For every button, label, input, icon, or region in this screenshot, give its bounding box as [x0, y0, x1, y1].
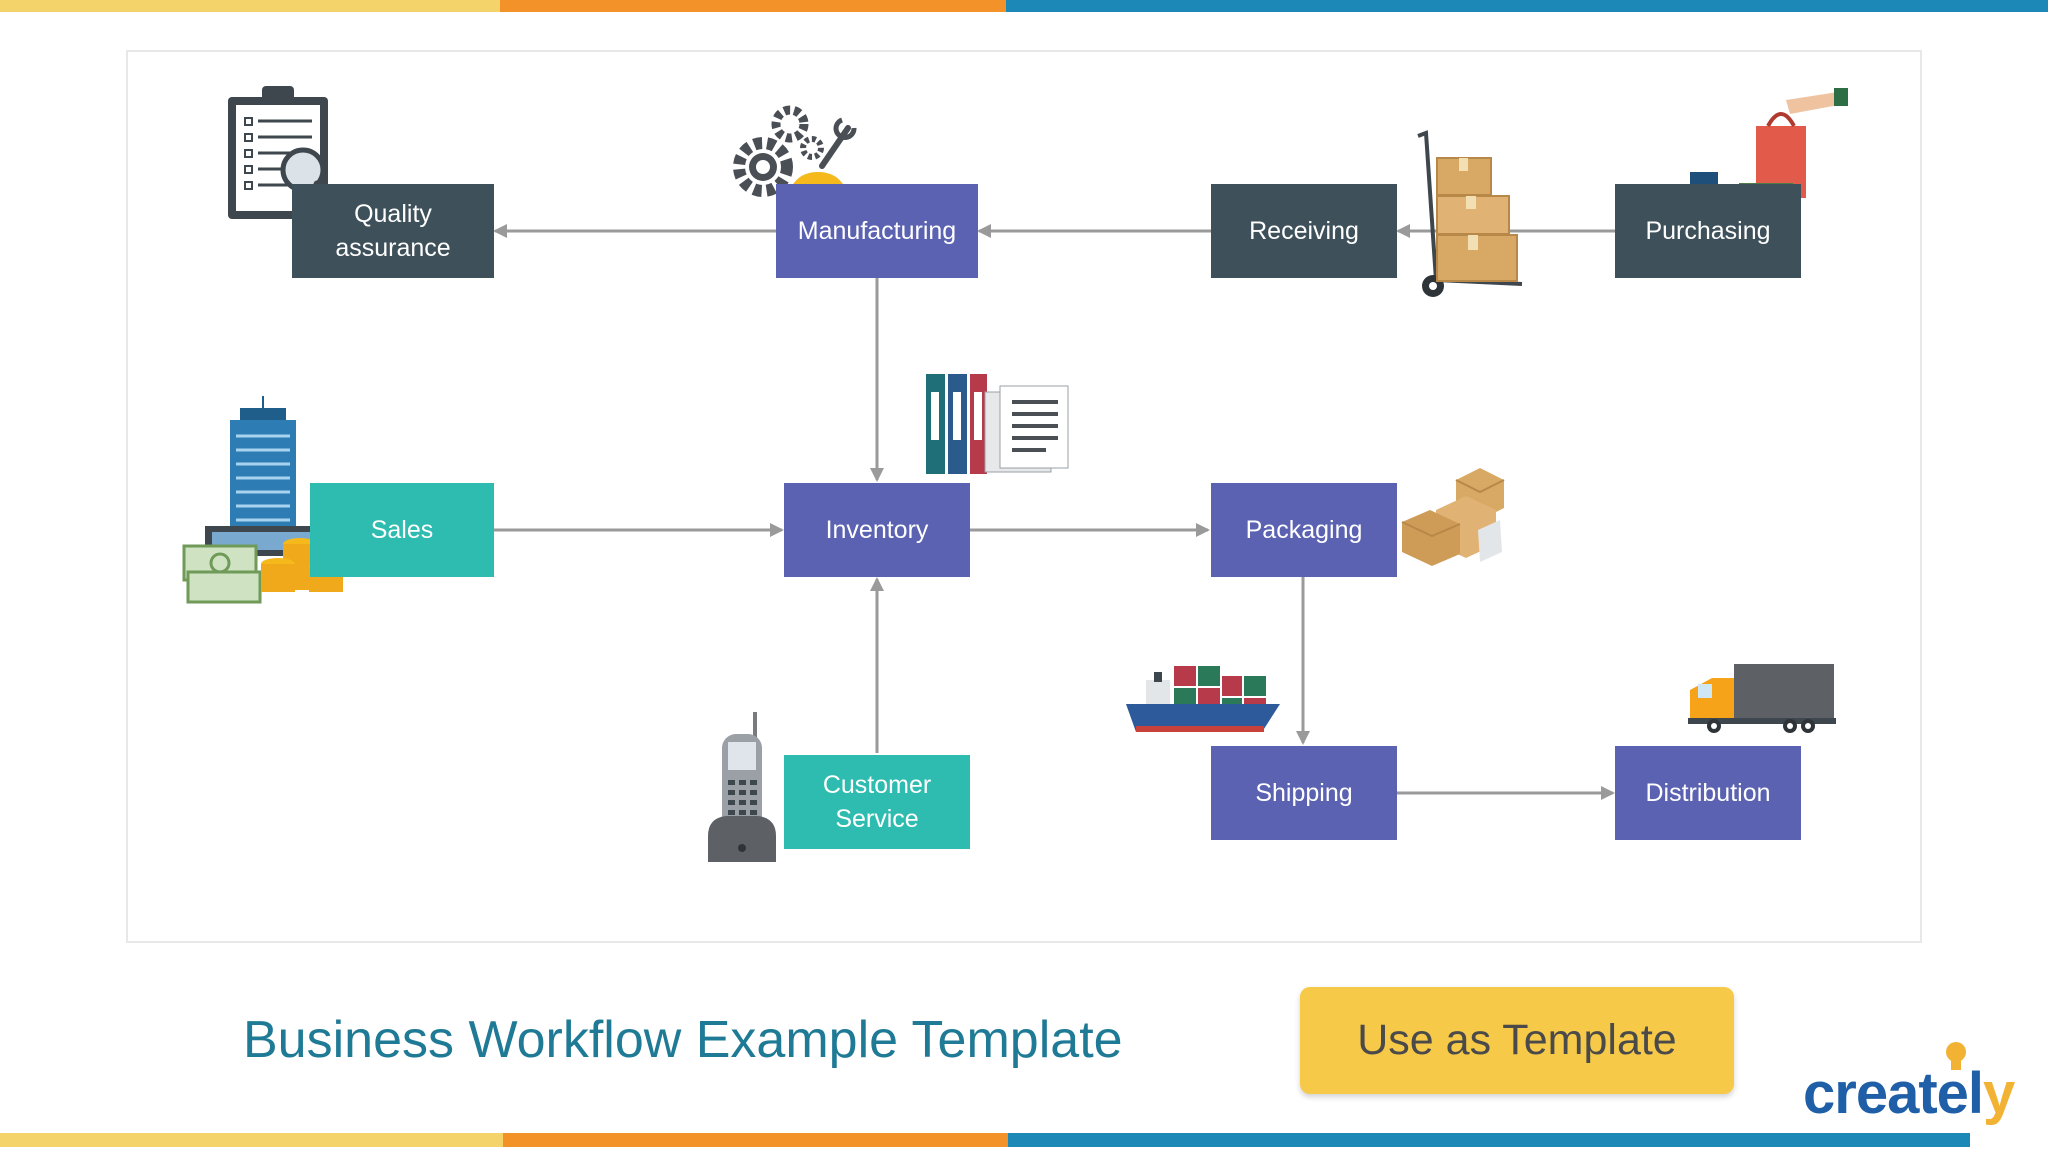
- node-inventory[interactable]: Inventory: [784, 483, 970, 577]
- stripe-yellow: [0, 0, 500, 12]
- binders-documents-icon: [926, 374, 1069, 474]
- stripe-blue: [1006, 0, 2048, 12]
- hand-truck-boxes-icon: [1417, 130, 1523, 297]
- stacked-boxes-icon: [1401, 468, 1505, 566]
- node-quality-assurance[interactable]: Quality assurance: [292, 184, 494, 278]
- node-shipping[interactable]: Shipping: [1211, 746, 1397, 840]
- node-label: Inventory: [825, 516, 929, 544]
- node-manufacturing[interactable]: Manufacturing: [776, 184, 978, 278]
- stripe-blue: [1008, 1133, 1970, 1147]
- node-label: Purchasing: [1645, 217, 1771, 245]
- delivery-truck-icon: [1688, 664, 1836, 733]
- node-label: Sales: [370, 516, 434, 544]
- node-packaging[interactable]: Packaging: [1211, 483, 1397, 577]
- node-distribution[interactable]: Distribution: [1615, 746, 1801, 840]
- node-label: Quality assurance: [335, 200, 451, 262]
- use-as-template-button[interactable]: Use as Template: [1300, 987, 1734, 1094]
- cordless-phone-icon: [708, 712, 776, 862]
- stripe-orange: [503, 1133, 1008, 1147]
- node-customer-service[interactable]: Customer Service: [784, 755, 970, 849]
- stripe-orange: [500, 0, 1006, 12]
- node-sales[interactable]: Sales: [310, 483, 494, 577]
- node-purchasing[interactable]: Purchasing: [1615, 184, 1801, 278]
- cargo-ship-icon: [1126, 666, 1280, 732]
- node-label: Distribution: [1645, 779, 1771, 807]
- node-receiving[interactable]: Receiving: [1211, 184, 1397, 278]
- logo-accent: y: [1983, 1061, 2015, 1126]
- node-label: Customer Service: [822, 771, 932, 833]
- stripe-yellow: [0, 1133, 503, 1147]
- node-label: Packaging: [1245, 516, 1363, 544]
- lightbulb-icon: [1946, 1042, 1966, 1070]
- node-label: Shipping: [1255, 779, 1353, 807]
- button-label: Use as Template: [1357, 1016, 1677, 1064]
- top-color-stripe: [0, 0, 2048, 12]
- node-label: Receiving: [1249, 217, 1359, 245]
- logo-text: createl: [1803, 1061, 1984, 1126]
- node-label: Manufacturing: [797, 217, 957, 245]
- creately-logo[interactable]: creately: [1803, 1042, 2015, 1127]
- page-title: Business Workflow Example Template: [243, 1011, 1123, 1069]
- bottom-color-stripe: [0, 1133, 2048, 1147]
